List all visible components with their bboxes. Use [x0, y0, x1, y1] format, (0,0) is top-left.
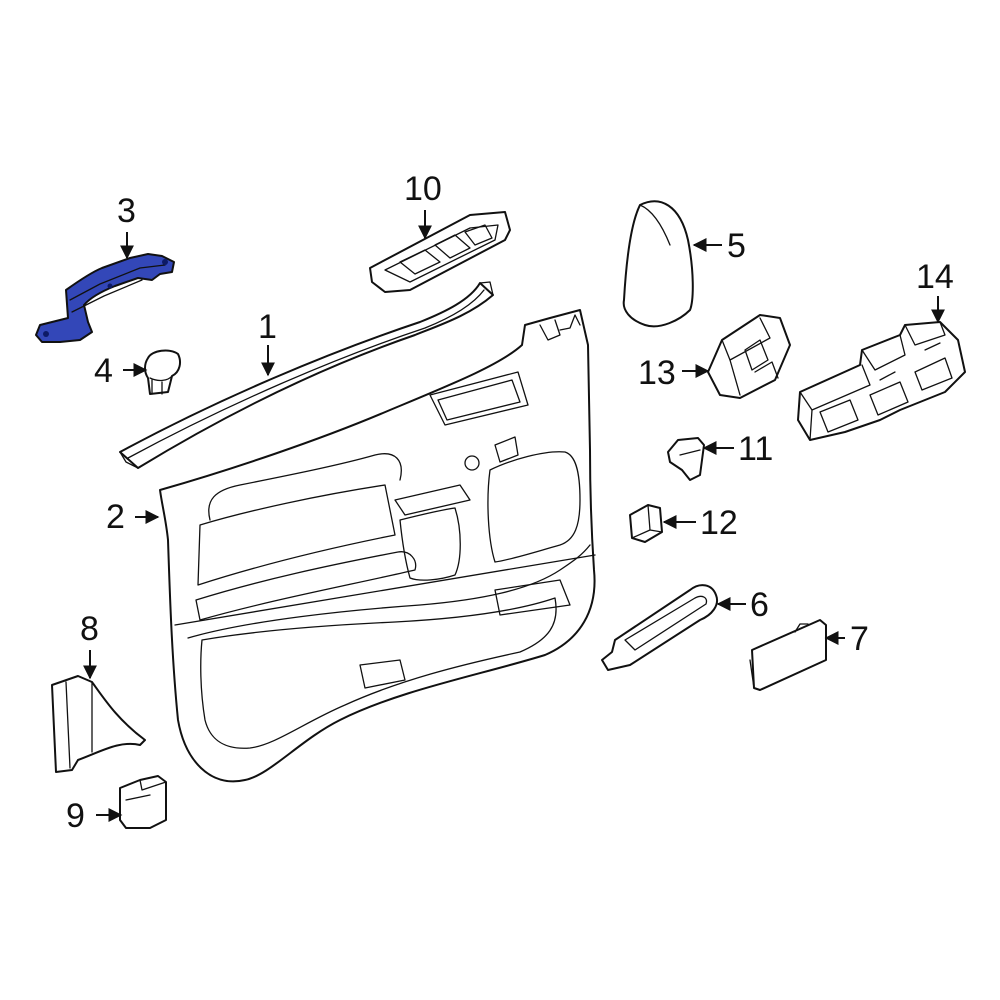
callout-4[interactable]: 4: [94, 352, 113, 390]
callout-labels: 1 2 3 4 5 6 7 8 9 10 11 12 13 14: [66, 170, 954, 835]
part-13-window-switch[interactable]: [707, 314, 791, 399]
callout-8[interactable]: 8: [80, 610, 99, 648]
part-5-mirror-cover[interactable]: [622, 200, 694, 328]
callout-9[interactable]: 9: [66, 797, 85, 835]
leader-lines: [83, 210, 945, 822]
part-9-end-cap[interactable]: [119, 775, 167, 829]
callout-2[interactable]: 2: [106, 498, 125, 536]
part-11-clip[interactable]: [667, 437, 705, 481]
callout-14[interactable]: 14: [916, 258, 954, 296]
part-4-push-pin[interactable]: [144, 349, 181, 395]
callout-10[interactable]: 10: [404, 170, 442, 208]
callout-3[interactable]: 3: [117, 192, 136, 230]
part-10-switch-bezel[interactable]: [369, 211, 511, 293]
part-8-lower-trim[interactable]: [51, 675, 146, 773]
part-1-belt-strip[interactable]: [119, 281, 494, 469]
part-12-small-switch[interactable]: [629, 504, 663, 543]
callout-11[interactable]: 11: [738, 430, 773, 468]
callout-1[interactable]: 1: [258, 308, 277, 346]
callout-5[interactable]: 5: [727, 227, 746, 265]
part-2-door-trim-panel[interactable]: [159, 309, 596, 783]
callout-12[interactable]: 12: [700, 504, 738, 542]
part-7-handle-cover[interactable]: [749, 619, 827, 691]
part-3-bracket[interactable]: [35, 253, 175, 343]
callout-7[interactable]: 7: [850, 620, 869, 658]
callout-13[interactable]: 13: [638, 354, 676, 392]
part-14-master-switch[interactable]: [797, 321, 966, 441]
callout-6[interactable]: 6: [750, 586, 769, 624]
part-6-pull-handle[interactable]: [601, 584, 718, 671]
